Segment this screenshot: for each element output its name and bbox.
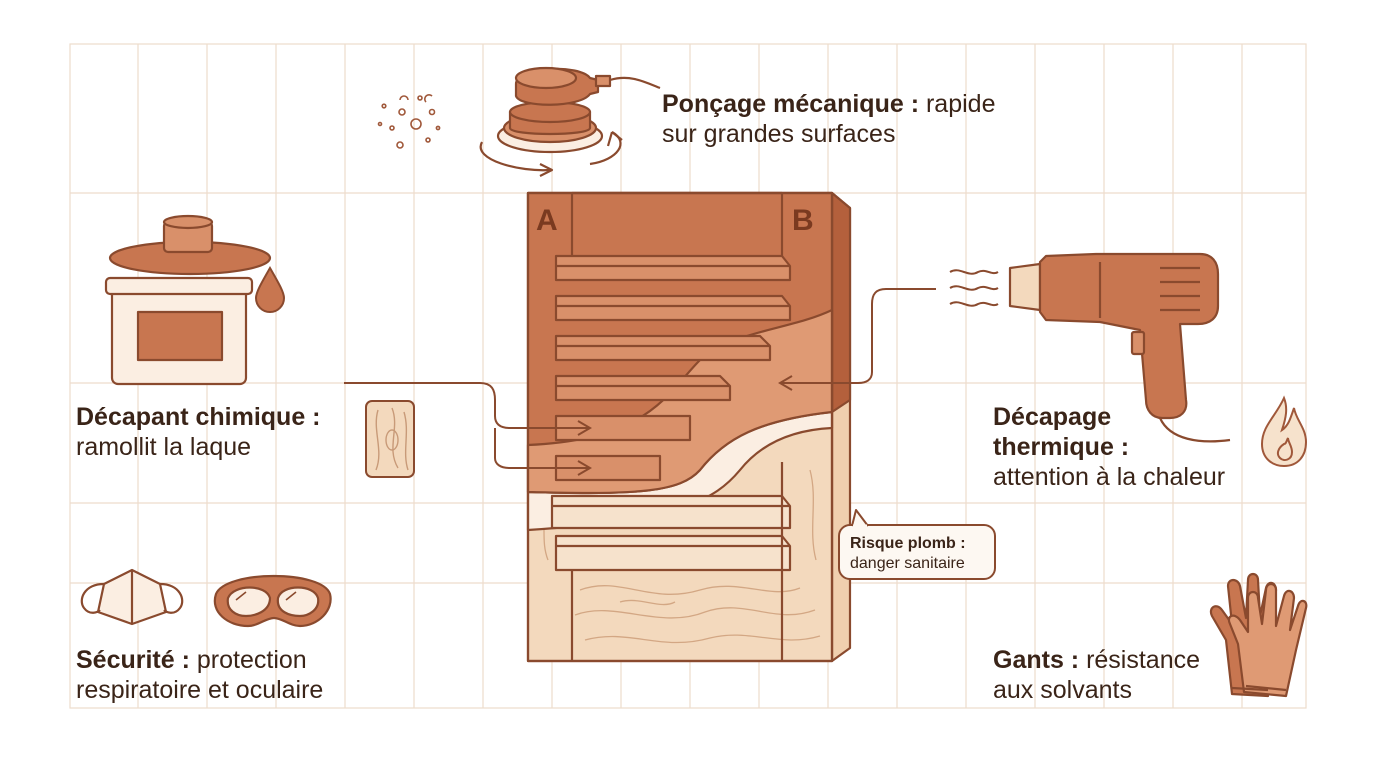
thermal-label: Décapage thermique : attention à la chal…	[993, 402, 1225, 492]
gloves-label: Gants : résistance aux solvants	[993, 645, 1200, 705]
chemical-label: Décapant chimique : ramollit la laque	[76, 402, 321, 462]
shutter-panel	[526, 191, 852, 663]
heat-gun-icon	[1008, 252, 1231, 443]
connector-arrows	[344, 288, 936, 476]
gloves-title: Gants :	[993, 646, 1080, 674]
dust-particles-icon	[377, 93, 441, 149]
sanding-label: Ponçage mécanique : rapide sur grandes s…	[662, 89, 995, 149]
goggles-icon	[213, 575, 332, 628]
louver-slats	[550, 254, 792, 572]
thermal-text: attention à la chaleur	[993, 463, 1226, 491]
lead-risk-text: danger sanitaire	[850, 555, 965, 572]
chemical-title: Décapant chimique :	[76, 403, 321, 431]
orbital-sander-icon	[479, 66, 661, 177]
heat-waves-icon	[949, 269, 999, 307]
sanding-text-2: sur grandes surfaces	[662, 120, 896, 148]
safety-text-2: respiratoire et oculaire	[76, 676, 324, 704]
sanding-title: Ponçage mécanique :	[662, 90, 920, 118]
gloves-text-2: aux solvants	[993, 676, 1132, 704]
safety-label: Sécurité : protection respiratoire et oc…	[76, 645, 323, 705]
gloves-icon	[1209, 572, 1308, 698]
chemical-text: ramollit la laque	[76, 433, 252, 461]
thermal-title-1: Décapage	[993, 403, 1112, 431]
panel-letter-b: B	[792, 204, 814, 237]
panel-letter-a: A	[536, 204, 558, 237]
wood-sample-icon	[365, 400, 415, 478]
safety-title: Sécurité :	[76, 646, 190, 674]
lead-risk-title: Risque plomb :	[850, 535, 966, 552]
callout-pointer	[851, 509, 869, 528]
stripper-can-icon	[104, 214, 272, 386]
drop-icon	[254, 265, 286, 313]
flame-icon	[1260, 395, 1308, 468]
safety-text-1: protection	[196, 646, 307, 674]
thermal-title-2: thermique :	[993, 433, 1130, 461]
mask-icon	[80, 568, 184, 626]
gloves-text-1: résistance	[1086, 646, 1201, 674]
lead-risk-callout: Risque plomb : danger sanitaire	[838, 524, 996, 580]
sanding-text-1: rapide	[925, 90, 996, 118]
